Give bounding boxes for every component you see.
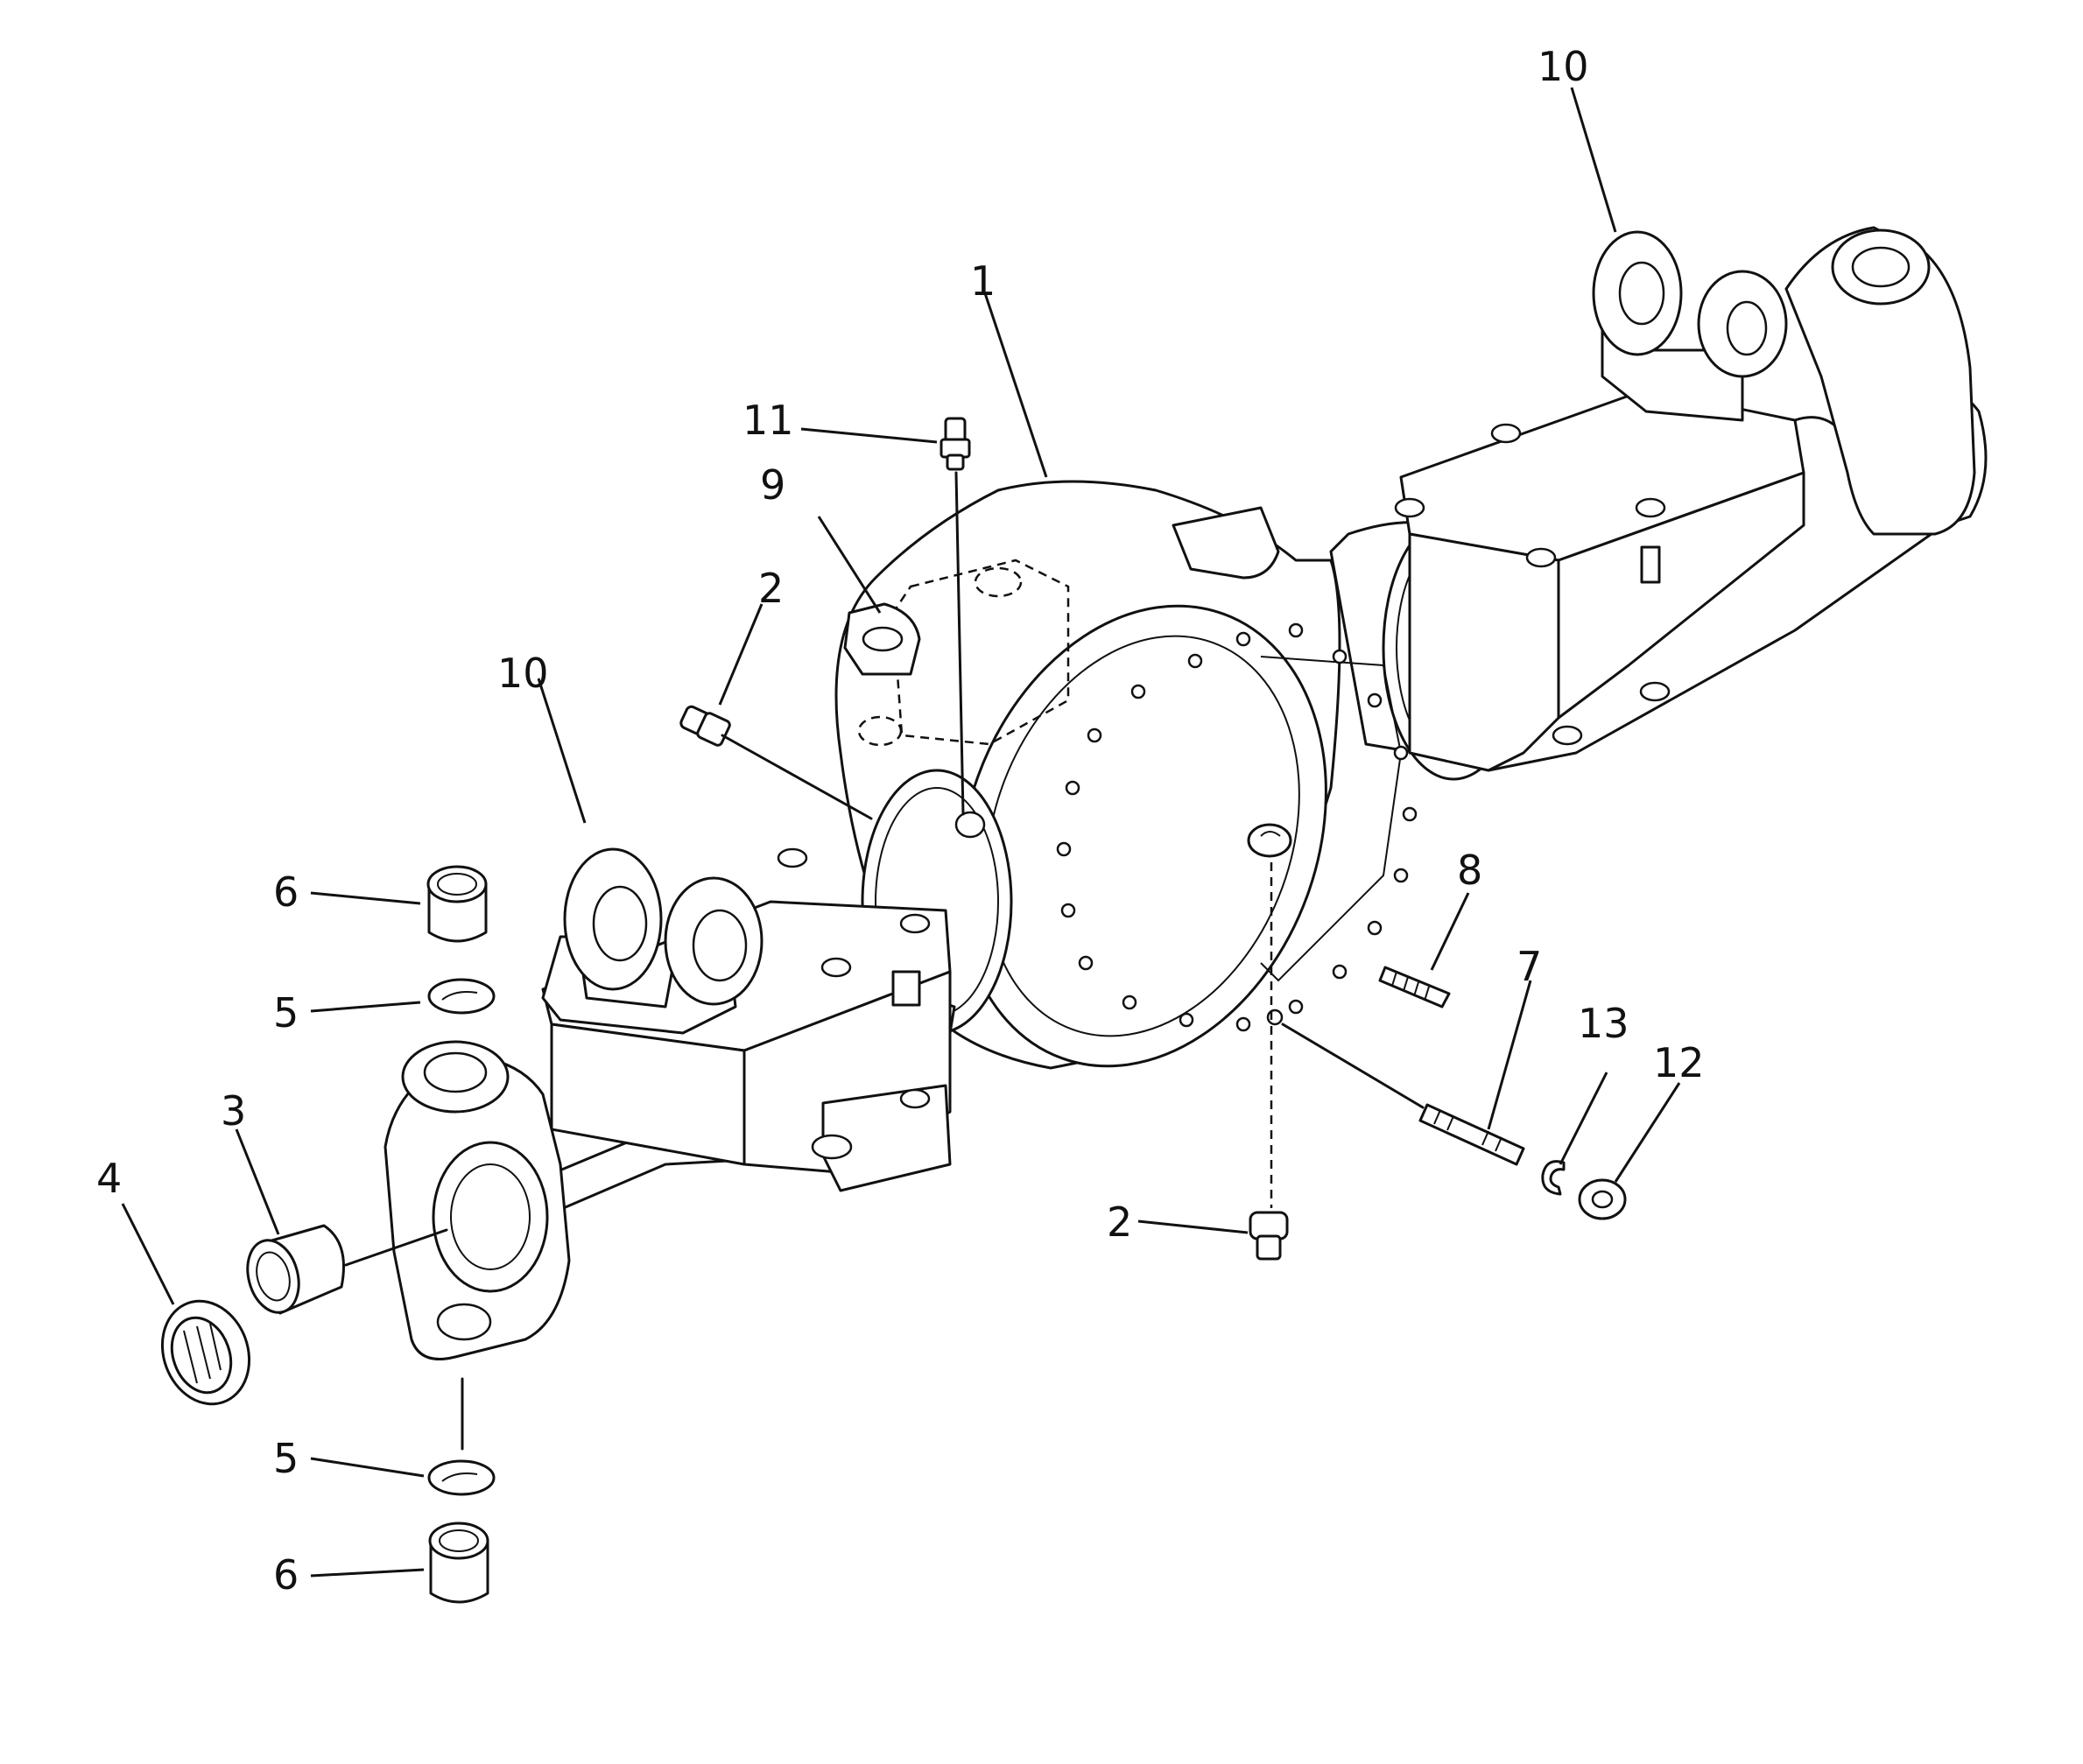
callout-5-upper: 5 <box>273 989 299 1037</box>
callout-9: 9 <box>760 461 785 509</box>
dashed-mounting-block <box>843 559 1070 747</box>
callout-13: 13 <box>1578 1000 1629 1047</box>
callout-2-upper: 2 <box>758 565 784 612</box>
oil-seal <box>160 1299 251 1406</box>
bushing-lower <box>428 1522 489 1604</box>
callout-5-lower: 5 <box>273 1435 299 1482</box>
shim-lower <box>427 1459 496 1496</box>
callout-12: 12 <box>1653 1039 1705 1086</box>
left-pivot-bracket <box>541 847 764 1035</box>
callout-3: 3 <box>221 1087 246 1135</box>
callout-10-right: 10 <box>1538 43 1589 90</box>
shim-upper <box>427 978 496 1015</box>
plug-lower <box>1249 1211 1289 1261</box>
nut <box>1578 1178 1627 1220</box>
stud-long <box>1418 1103 1525 1166</box>
callout-1: 1 <box>970 257 996 305</box>
right-pivot-bracket <box>1592 230 1788 422</box>
callout-8: 8 <box>1457 847 1482 894</box>
stud-short <box>1378 966 1451 1009</box>
callout-2-lower: 2 <box>1107 1198 1132 1246</box>
callout-7: 7 <box>1517 943 1542 990</box>
callout-6-lower: 6 <box>273 1551 299 1599</box>
center-housing <box>834 480 1418 1070</box>
plug-upper <box>679 705 731 747</box>
lock-washer <box>1541 1160 1566 1196</box>
bushing-side <box>246 1224 345 1315</box>
left-knuckle <box>384 1040 571 1360</box>
callout-11: 11 <box>742 397 794 444</box>
callout-4: 4 <box>96 1155 122 1202</box>
bushing-upper <box>426 865 488 943</box>
right-knuckle-boss <box>1784 226 1976 536</box>
callout-labels: 1 11 9 2 10 10 6 5 3 4 5 6 2 8 7 13 12 <box>96 43 1705 1599</box>
callout-6-upper: 6 <box>273 868 299 916</box>
callout-10-left: 10 <box>497 650 549 697</box>
assembly-lines <box>344 471 1425 1451</box>
grease-nipple-top <box>939 417 971 471</box>
right-mounting-pad <box>1394 388 1805 772</box>
callout-leaders <box>121 87 1681 1578</box>
